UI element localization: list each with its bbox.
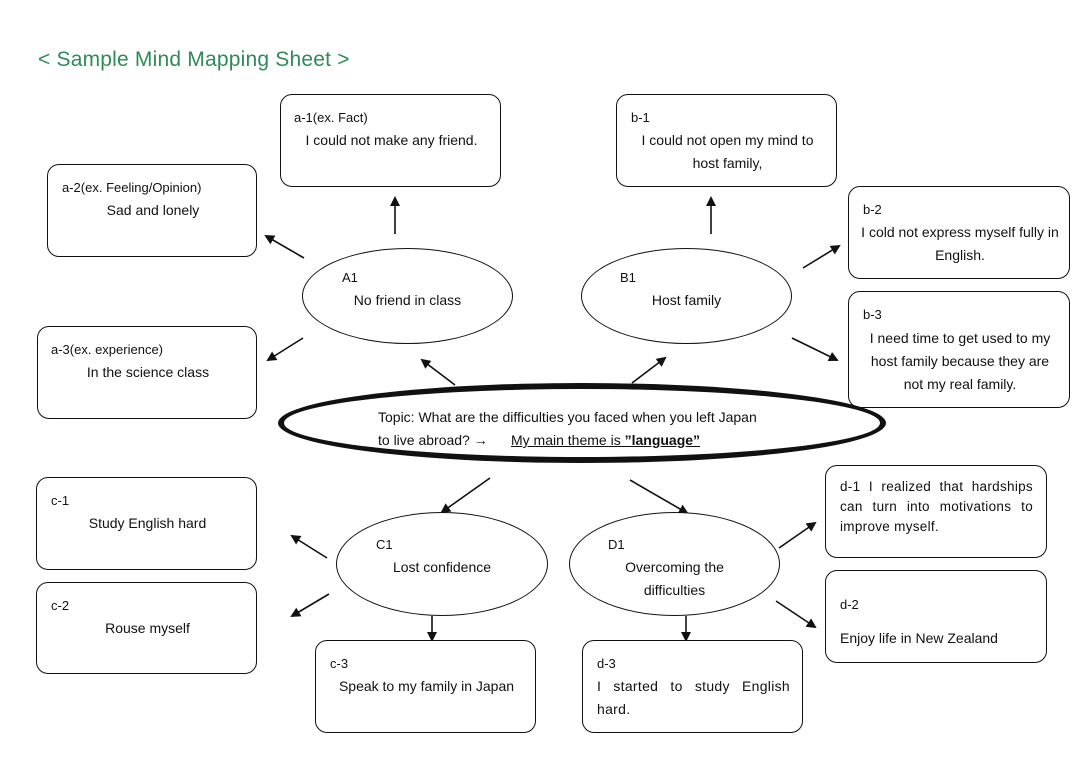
- oval-d1-text-line-2: difficulties: [643, 582, 706, 598]
- arrow-center-to-d1: [629, 479, 689, 515]
- arrow-center-to-c1: [440, 477, 491, 514]
- oval-d1: D1 Overcoming the difficulties: [569, 512, 780, 616]
- box-b2-text: I cold not express myself fully in Engli…: [861, 224, 1059, 263]
- box-b2-label: b-2: [863, 202, 882, 217]
- box-a3: a-3(ex. experience) In the science class: [37, 326, 257, 419]
- arrow-c1-to-c2box: [290, 593, 330, 618]
- oval-b1: B1 Host family: [581, 248, 792, 344]
- box-d3-label: d-3: [597, 656, 616, 671]
- arrow-a1-to-a3box: [266, 337, 304, 362]
- oval-a1: A1 No friend in class: [302, 248, 513, 344]
- box-c3-label: c-3: [330, 656, 349, 671]
- arrow-center-to-a1: [420, 358, 456, 386]
- oval-b1-label: B1: [620, 270, 636, 285]
- topic-center-ellipse: Topic: What are the difficulties you fac…: [278, 383, 886, 463]
- box-b2: b-2 I cold not express myself fully in E…: [848, 186, 1070, 279]
- main-theme: My main theme is ”language”: [511, 432, 700, 448]
- box-b1: b-1 I could not open my mind to host fam…: [616, 94, 837, 187]
- box-c1: c-1 Study English hard: [36, 477, 257, 570]
- box-c1-label: c-1: [51, 493, 70, 508]
- oval-c1-label: C1: [376, 537, 393, 552]
- main-theme-prefix: My main theme is: [511, 432, 625, 448]
- box-a3-label: a-3(ex. experience): [51, 342, 163, 357]
- box-d2-text: Enjoy life in New Zealand: [840, 630, 998, 646]
- arrow-b1-to-b3box: [791, 337, 839, 361]
- oval-d1-text-line-1: Overcoming the: [625, 559, 724, 575]
- oval-c1: C1 Lost confidence: [336, 512, 548, 616]
- box-d1: d-1 I realized that hardships can turn i…: [825, 465, 1047, 558]
- box-c1-text: Study English hard: [88, 515, 207, 531]
- oval-c1-text: Lost confidence: [392, 559, 492, 575]
- box-c2-label: c-2: [51, 598, 70, 613]
- box-a1-text: I could not make any friend.: [305, 132, 478, 148]
- arrow-b1-to-b2box: [802, 244, 841, 269]
- box-a1-label: a-1(ex. Fact): [294, 110, 368, 125]
- box-d2-label: d-2: [840, 597, 859, 612]
- box-d1-label: d-1: [840, 479, 861, 494]
- main-theme-word: ”language”: [624, 432, 701, 448]
- oval-b1-text: Host family: [651, 292, 722, 308]
- arrow-d1-to-d1box: [778, 521, 817, 549]
- box-c3: c-3 Speak to my family in Japan: [315, 640, 536, 733]
- box-c3-text: Speak to my family in Japan: [338, 678, 515, 694]
- oval-a1-text: No friend in class: [353, 292, 462, 308]
- arrow-a1-to-a2box: [264, 234, 305, 259]
- box-c2: c-2 Rouse myself: [36, 582, 257, 674]
- box-d2: d-2 Enjoy life in New Zealand: [825, 570, 1047, 663]
- box-d3: d-3 I started to study English hard.: [582, 640, 803, 733]
- box-b1-label: b-1: [631, 110, 650, 125]
- sheet-title: < Sample Mind Mapping Sheet >: [38, 48, 350, 71]
- topic-line-2: to live abroad? →: [378, 432, 488, 448]
- oval-a1-label: A1: [342, 270, 358, 285]
- oval-d1-label: D1: [608, 537, 625, 552]
- box-c2-text: Rouse myself: [105, 620, 190, 636]
- box-a2-text: Sad and lonely: [106, 202, 200, 218]
- box-b3-text: I need time to get used to my host famil…: [869, 330, 1051, 392]
- box-a3-text: In the science class: [86, 364, 210, 380]
- box-d1-content: d-1 I realized that hardships can turn i…: [840, 477, 1033, 537]
- box-b3: b-3 I need time to get used to my host f…: [848, 291, 1070, 408]
- box-a1: a-1(ex. Fact) I could not make any frien…: [280, 94, 501, 187]
- arrow-center-to-b1: [631, 356, 667, 384]
- box-a2: a-2(ex. Feeling/Opinion) Sad and lonely: [47, 164, 257, 257]
- arrow-d1-to-d2box: [775, 600, 817, 629]
- box-b3-label: b-3: [863, 307, 882, 322]
- box-b1-text: I could not open my mind to host family,: [641, 132, 814, 171]
- box-d3-text: I started to study English hard.: [597, 678, 790, 717]
- arrow-c1-to-c1box: [290, 534, 328, 559]
- topic-line-1: Topic: What are the difficulties you fac…: [378, 409, 757, 425]
- box-a2-label: a-2(ex. Feeling/Opinion): [62, 180, 202, 195]
- box-d1-text: I realized that hardships can turn into …: [840, 479, 1033, 534]
